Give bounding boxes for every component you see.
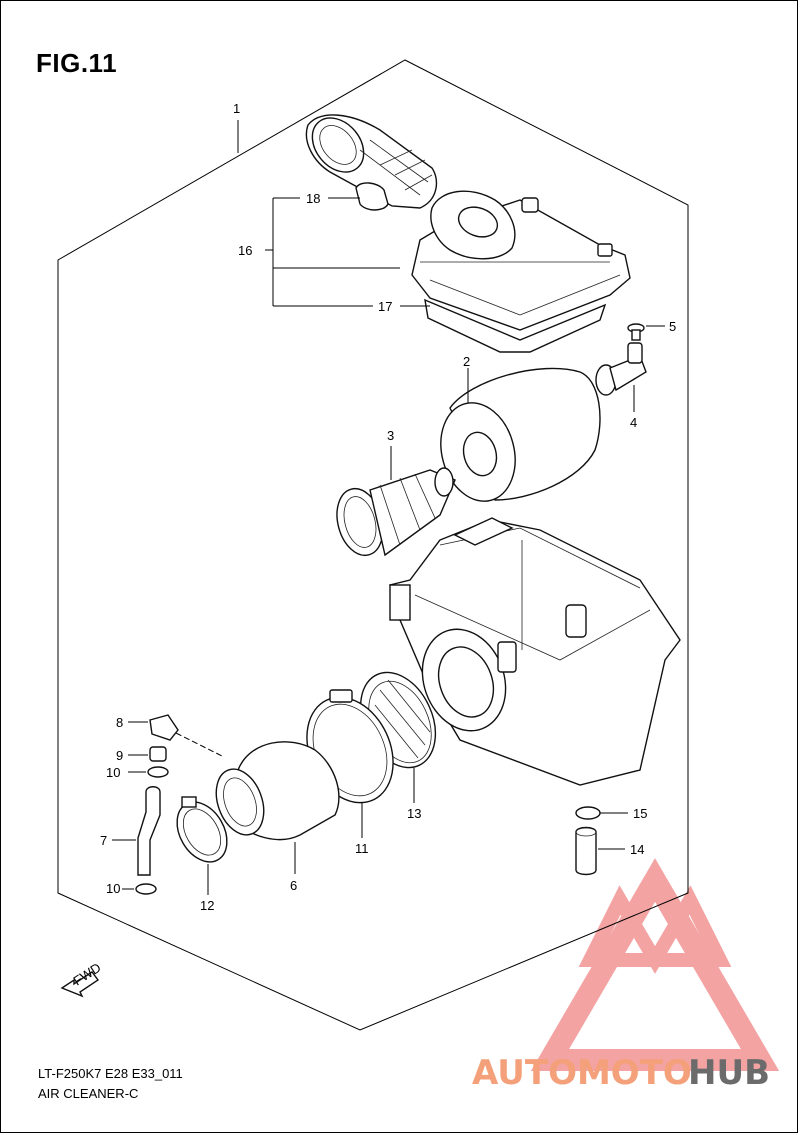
callout-10-lower: 10 xyxy=(106,881,120,896)
callout-labels: 1 2 3 4 5 6 7 8 9 10 10 11 12 13 14 15 1… xyxy=(100,101,676,913)
outlet-tube xyxy=(175,732,340,874)
callout-8: 8 xyxy=(116,715,123,730)
callout-3: 3 xyxy=(387,428,394,443)
fitting-4 xyxy=(595,342,647,412)
cleaner-case xyxy=(389,517,681,786)
callout-18: 18 xyxy=(306,191,320,206)
callout-bracket-16 xyxy=(265,197,430,307)
callout-12: 12 xyxy=(200,898,214,913)
model-code: LT-F250K7 E28 E33_011 xyxy=(38,1066,183,1081)
watermark-inner-m xyxy=(578,885,732,974)
cover-gasket xyxy=(424,298,607,353)
callout-16: 16 xyxy=(238,243,252,258)
figure-title: FIG.11 xyxy=(36,48,118,78)
clip-10-lower xyxy=(122,883,157,895)
clip-10-upper xyxy=(128,766,169,778)
inlet-duct xyxy=(305,114,438,209)
callout-6: 6 xyxy=(290,878,297,893)
assembly-boundary xyxy=(57,59,689,1031)
callout-9: 9 xyxy=(116,748,123,763)
callout-7: 7 xyxy=(100,833,107,848)
callout-5: 5 xyxy=(669,319,676,334)
screw-5 xyxy=(627,323,665,341)
callout-13: 13 xyxy=(407,806,421,821)
watermark-wordmark: AUTOMOTO HUB xyxy=(472,1053,770,1093)
callout-15: 15 xyxy=(633,806,647,821)
assembly-name: AIR CLEANER-C xyxy=(38,1086,139,1101)
callout-11: 11 xyxy=(355,841,369,856)
fwd-direction-arrow: FWD xyxy=(60,960,103,998)
cap-9 xyxy=(128,746,167,762)
watermark-text-primary: AUTOMOTO xyxy=(472,1053,692,1093)
callout-17: 17 xyxy=(378,299,392,314)
clamp-12 xyxy=(176,796,228,895)
callout-1: 1 xyxy=(233,101,240,116)
hose-7 xyxy=(112,786,161,876)
callout-10-upper: 10 xyxy=(106,765,120,780)
elbow-8 xyxy=(128,714,179,741)
clip-18 xyxy=(355,182,389,211)
callout-14: 14 xyxy=(630,842,644,857)
drain-plug-14 xyxy=(575,826,625,876)
cleaner-cover xyxy=(411,190,631,331)
filter-cage xyxy=(336,446,456,557)
callout-2: 2 xyxy=(463,354,470,369)
watermark-text-secondary: HUB xyxy=(688,1053,770,1093)
clip-15 xyxy=(575,806,628,820)
watermark-triangle xyxy=(530,858,780,1071)
callout-4: 4 xyxy=(630,415,637,430)
filter-element xyxy=(440,367,601,502)
watermark-logo xyxy=(530,858,780,1071)
